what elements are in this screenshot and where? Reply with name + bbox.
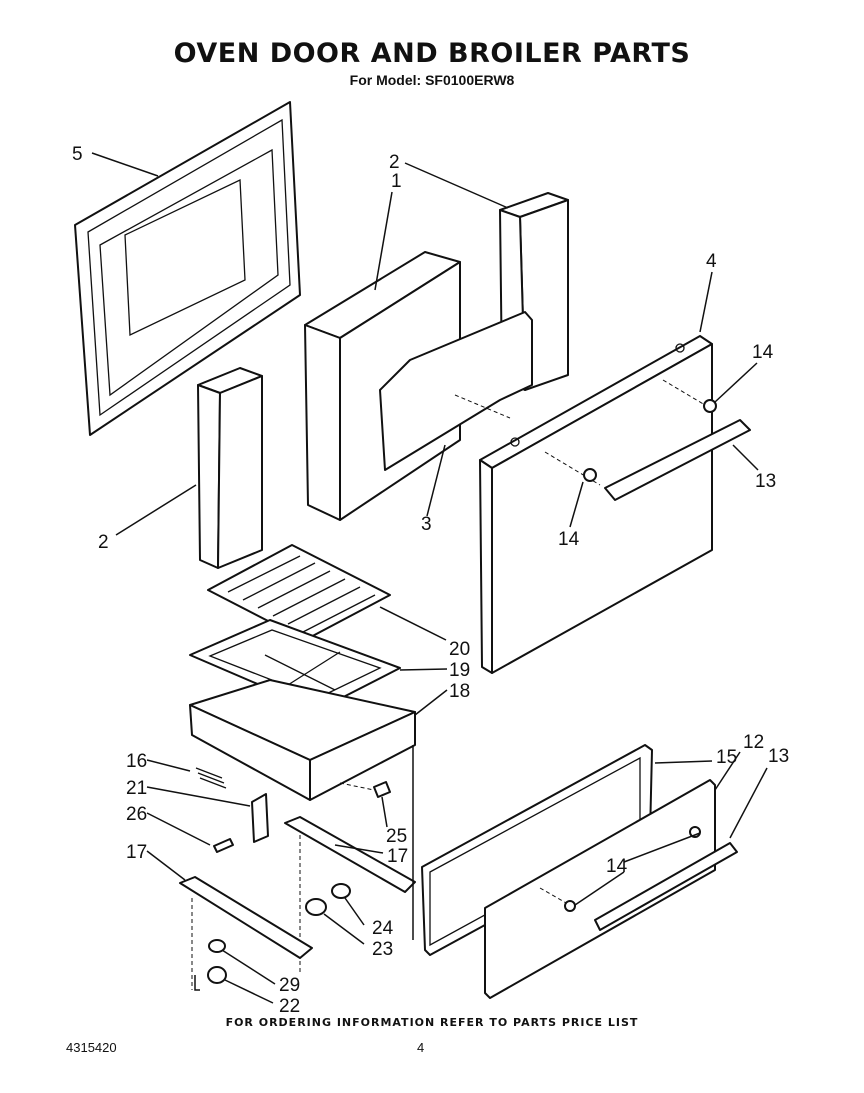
callout-1: 1 [391, 171, 402, 192]
callout-13: 13 [768, 746, 789, 767]
callout-labels: 5 2 1 4 14 13 2 3 14 20 19 18 16 21 26 2… [72, 144, 789, 1017]
part-17-bracket-left [179, 876, 313, 990]
callout-29: 29 [279, 975, 300, 996]
part-17-bracket-right [284, 816, 416, 975]
callout-12: 12 [743, 732, 764, 753]
callout-16: 16 [126, 751, 147, 772]
callout-14: 14 [606, 856, 628, 877]
callout-21: 21 [126, 778, 147, 799]
callout-5: 5 [72, 144, 83, 165]
part-21-latch-bracket [251, 793, 269, 843]
part-22-roller [207, 966, 227, 984]
callout-23: 23 [372, 939, 393, 960]
part-18-broiler-pan [189, 679, 416, 801]
part-25-clip [339, 781, 391, 798]
callout-26: 26 [126, 804, 147, 825]
callout-4: 4 [706, 251, 717, 272]
callout-14: 14 [558, 529, 580, 550]
part-13-broiler-door-handle [539, 842, 738, 931]
callout-2: 2 [389, 152, 400, 173]
part-23-roller [305, 898, 327, 916]
callout-14: 14 [752, 342, 774, 363]
part-3-inner-shield [379, 311, 533, 471]
callout-22: 22 [279, 996, 300, 1017]
part-4-outer-door-panel [479, 335, 713, 674]
part-2-insulation-strip-left [197, 367, 263, 569]
part-29-roller [208, 939, 226, 953]
part-14-broiler-handle-screw-lower [564, 900, 576, 912]
callout-18: 18 [449, 681, 470, 702]
part-14-handle-screw-lower [583, 468, 597, 482]
callout-25: 25 [386, 826, 407, 847]
part-26-screw [213, 838, 234, 853]
callout-15: 15 [716, 747, 737, 768]
page-number: 4 [417, 1040, 425, 1055]
part-16-spring [195, 767, 227, 789]
callout-17: 17 [387, 846, 408, 867]
callout-20: 20 [449, 639, 470, 660]
part-14-handle-screw-upper [703, 399, 717, 413]
callout-13: 13 [755, 471, 776, 492]
callout-19: 19 [449, 660, 470, 681]
part-13-door-handle [544, 379, 751, 501]
part-5-inner-door-panel [74, 101, 301, 436]
page-title: OVEN DOOR AND BROILER PARTS [173, 38, 691, 69]
model-subtitle: For Model: SF0100ERW8 [349, 72, 515, 88]
ordering-info-note: FOR ORDERING INFORMATION REFER TO PARTS … [225, 1016, 639, 1029]
callout-2: 2 [98, 532, 109, 553]
document-number: 4315420 [66, 1040, 117, 1055]
callout-17: 17 [126, 842, 147, 863]
part-24-roller [331, 883, 351, 899]
callout-24: 24 [372, 918, 394, 939]
callout-3: 3 [421, 514, 432, 535]
leader-lines [91, 152, 768, 1004]
